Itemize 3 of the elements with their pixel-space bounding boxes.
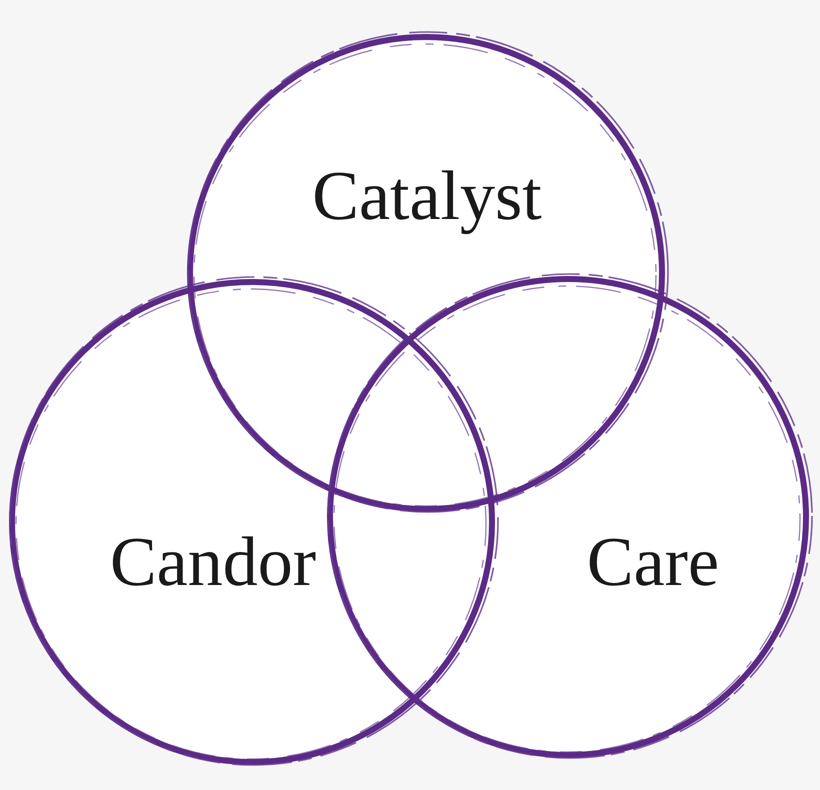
circle-label: Catalyst bbox=[312, 162, 542, 232]
circle-label: Candor bbox=[110, 528, 316, 598]
circle-label: Care bbox=[586, 528, 720, 598]
